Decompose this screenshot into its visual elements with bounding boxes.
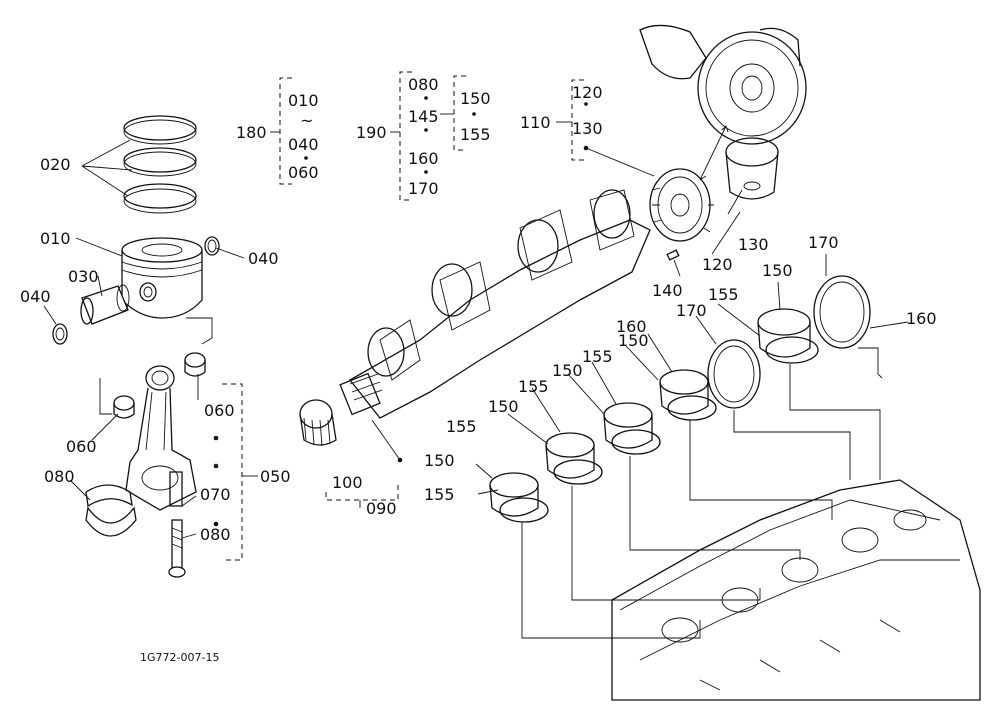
callout-090: 090 (366, 499, 397, 518)
callout-160-left: 160 (616, 317, 647, 336)
group-180-item-4: 060 (288, 163, 319, 182)
main-bearing-2 (545, 432, 603, 485)
piston-pin (80, 284, 130, 325)
bracket-180 (279, 77, 292, 185)
crankshaft (339, 189, 651, 419)
callout-120-lower: 120 (702, 255, 733, 274)
callout-100: 100 (332, 473, 363, 492)
bracket-190-sub (453, 75, 466, 151)
callout-110: 110 (520, 113, 551, 132)
front-bushing (725, 137, 779, 200)
circlip-left (52, 323, 68, 345)
callout-040-left: 040 (20, 287, 51, 306)
callout-060-upper: 060 (204, 401, 235, 420)
thrust-washer-outer (813, 275, 871, 349)
crankshaft-gear (649, 168, 714, 242)
thrust-washer-inner (707, 339, 761, 409)
callout-060-lower: 060 (66, 437, 97, 456)
callout-190: 190 (356, 123, 387, 142)
callout-030: 030 (68, 267, 99, 286)
callout-160-right: 160 (906, 309, 937, 328)
group-190-item-2: 145 (408, 107, 439, 126)
bushing-upper (184, 352, 206, 377)
callout-155-1: 155 (424, 485, 455, 504)
callout-150-2: 150 (488, 397, 519, 416)
main-bearing-1 (489, 472, 549, 523)
group-190-sub-1: 150 (460, 89, 491, 108)
callout-155-4: 155 (582, 347, 613, 366)
callout-080-left: 080 (44, 467, 75, 486)
callout-040-right: 040 (248, 249, 279, 268)
group-180-item-3: 040 (288, 135, 319, 154)
bushing-lower (113, 395, 135, 419)
connecting-rod (125, 365, 197, 511)
group-180-item-2: ~ (300, 111, 313, 130)
callout-080-right: 080 (200, 525, 231, 544)
callout-140: 140 (652, 281, 683, 300)
piston (121, 237, 203, 319)
seal-sleeve (299, 399, 337, 447)
rod-bolt (168, 519, 186, 578)
group-190-item-3: 160 (408, 149, 439, 168)
group-190-sub-2: 155 (460, 125, 491, 144)
callout-150-1: 150 (424, 451, 455, 470)
callout-150-4: 150 (618, 331, 649, 350)
main-bearing-5 (757, 308, 819, 364)
callout-170-left: 170 (676, 301, 707, 320)
idler-gear (639, 24, 807, 145)
main-bearing-3 (603, 402, 661, 455)
cylinder-block (611, 479, 981, 701)
callout-020: 020 (40, 155, 71, 174)
crank-key (666, 249, 680, 261)
group-190-item-1: 080 (408, 75, 439, 94)
bracket-190 (399, 71, 412, 201)
callout-120-upper: 120 (572, 83, 603, 102)
group-180-item-1: 010 (288, 91, 319, 110)
callout-150-3: 150 (552, 361, 583, 380)
callout-130-upper: 130 (572, 119, 603, 138)
diagram-code: 1G772-007-15 (140, 651, 219, 664)
callout-155-5: 155 (708, 285, 739, 304)
callout-010: 010 (40, 229, 71, 248)
group-190-item-4: 170 (408, 179, 439, 198)
rod-bearing (85, 484, 137, 537)
main-bearing-4 (659, 369, 717, 421)
piston-rings (123, 115, 197, 214)
callout-170-right: 170 (808, 233, 839, 252)
callout-180: 180 (236, 123, 267, 142)
callout-130-lower: 130 (738, 235, 769, 254)
callout-155-3: 155 (518, 377, 549, 396)
callout-150-right: 150 (762, 261, 793, 280)
callout-050: 050 (260, 467, 291, 486)
callout-155-2: 155 (446, 417, 477, 436)
circlip-right (204, 236, 220, 256)
callout-070: 070 (200, 485, 231, 504)
